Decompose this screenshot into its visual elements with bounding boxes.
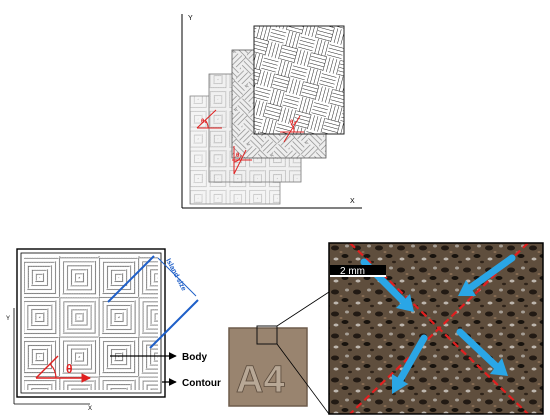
top-panel-stacked-layers: Y X θ₁ θ₂ θ₃ <box>181 14 362 209</box>
micrograph-frame <box>328 242 544 415</box>
angle-annotation-1 <box>196 109 222 129</box>
schematic-x-axis-label: X <box>88 406 92 412</box>
specimen-engraving: A4 <box>236 359 285 401</box>
grain-arrow-2 <box>466 254 516 292</box>
contour-frame-inner <box>20 252 162 394</box>
schematic-y-axis-label: Y <box>6 316 10 322</box>
angle-label-1: θ₁ <box>201 119 207 125</box>
top-x-axis-label: X <box>350 198 355 205</box>
specimen-edge <box>228 327 308 407</box>
angle-annotation-2 <box>232 146 252 175</box>
grain-arrow-3-head <box>490 358 508 376</box>
scan-strategy-schematic: Y X Island size θ Body Contour <box>6 248 221 412</box>
micrograph: 2 mm <box>328 242 544 415</box>
top-y-axis-label: Y <box>188 15 193 22</box>
specimen-roi-box <box>256 325 278 345</box>
grain-arrow-4-head <box>392 374 408 394</box>
scale-bar-box <box>330 265 386 277</box>
theta-arc <box>49 363 57 379</box>
specimen-photo: A4 <box>228 291 330 415</box>
angle-label-3: θ₃ <box>290 120 296 126</box>
island-size-label: Island size <box>164 258 187 293</box>
zoom-line-top <box>276 291 330 327</box>
grain-arrow-1-head <box>396 294 414 312</box>
body-label: Body <box>182 352 207 363</box>
contour-label: Contour <box>182 378 221 389</box>
grain-arrow-4 <box>396 334 428 384</box>
island-size-line <box>107 255 155 303</box>
zoom-line-bottom <box>276 343 330 415</box>
angle-annotation-3 <box>280 115 304 143</box>
scale-bar-label: 2 mm <box>340 266 365 277</box>
grain-arrows <box>360 254 516 394</box>
layer-4-hatch <box>254 26 344 134</box>
theta-label: θ <box>66 362 73 376</box>
island-size-line-2 <box>149 299 199 349</box>
scale-bar-line <box>330 275 386 277</box>
grain-arrow-3 <box>456 328 500 370</box>
island-size-dimension <box>157 257 197 297</box>
boundary-line-2 <box>349 243 529 414</box>
theta-ray <box>35 355 59 379</box>
grain-arrow-2-head <box>458 280 476 296</box>
angle-label-2: θ₂ <box>236 153 242 159</box>
